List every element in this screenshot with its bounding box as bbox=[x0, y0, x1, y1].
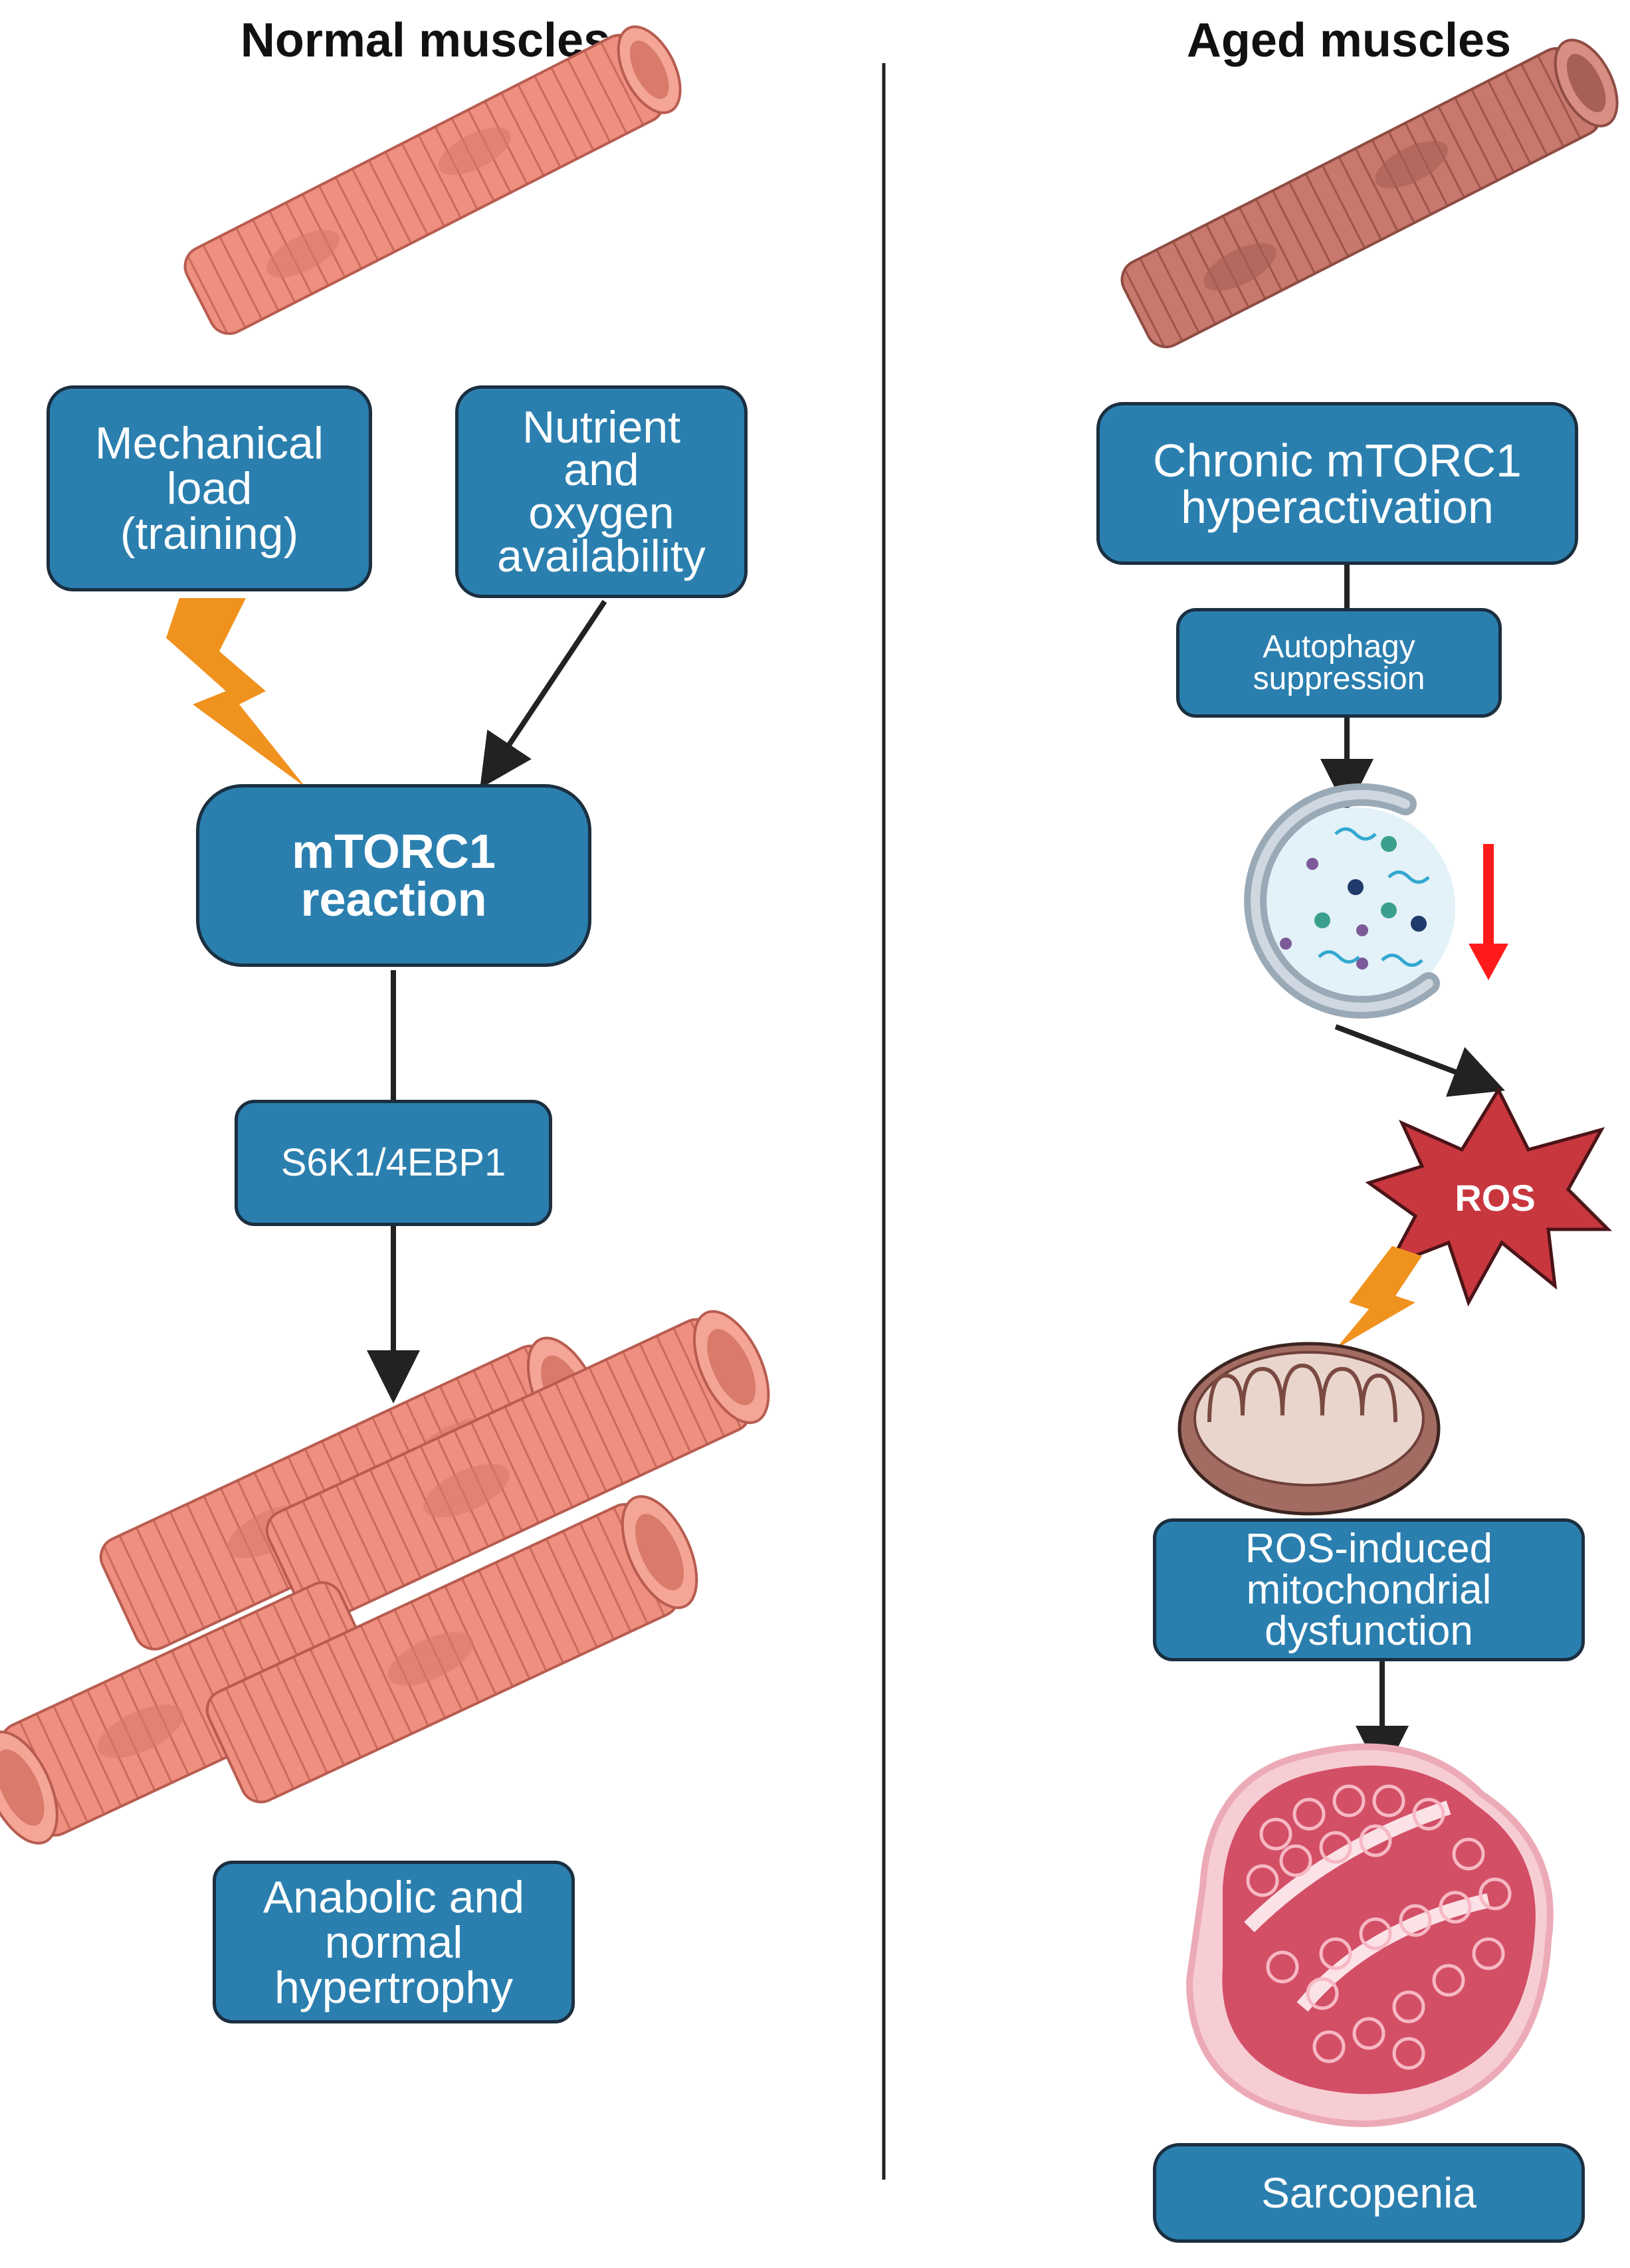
sarcopenic-muscle-cross-section-icon bbox=[1185, 1743, 1554, 2127]
arrow-autophagosome-to-ros bbox=[1334, 1024, 1505, 1097]
right-panel-title: Aged muscles bbox=[1186, 14, 1512, 67]
ros-induced-dysfunction-label: ROS-induced mitochondrial dysfunction bbox=[1245, 1525, 1493, 1654]
lightning-bolt-icon-right bbox=[1336, 1246, 1422, 1349]
mitochondrion-icon bbox=[1177, 1342, 1441, 1516]
ros-label: ROS bbox=[1455, 1177, 1536, 1219]
nutrient-oxygen-label: Nutrient and oxygen availability bbox=[497, 401, 706, 581]
ros-starburst-icon bbox=[1365, 1086, 1613, 1307]
lightning-bolt-icon bbox=[166, 598, 306, 787]
mechanical-load-box: Mechanical load (training) bbox=[47, 385, 372, 591]
nutrient-oxygen-box: Nutrient and oxygen availability bbox=[455, 385, 748, 598]
sarcopenia-label: Sarcopenia bbox=[1261, 2169, 1477, 2217]
s6k1-4ebp1-label: S6K1/4EBP1 bbox=[280, 1141, 506, 1184]
anabolic-hypertrophy-label: Anabolic and normal hypertrophy bbox=[262, 1871, 525, 2013]
mtorc1-reaction-label: mTORC1 reaction bbox=[292, 825, 496, 926]
anabolic-hypertrophy-box: Anabolic and normal hypertrophy bbox=[213, 1861, 575, 2023]
left-panel-title: Normal muscles bbox=[240, 14, 611, 67]
arrow-nutrient-to-mtorc1 bbox=[480, 599, 607, 789]
autophagy-suppression-label: Autophagy suppression bbox=[1253, 629, 1425, 696]
ros-induced-dysfunction-box: ROS-induced mitochondrial dysfunction bbox=[1153, 1518, 1585, 1661]
aged-muscle-fiber-icon bbox=[1120, 39, 1619, 349]
s6k1-4ebp1-box: S6K1/4EBP1 bbox=[235, 1100, 552, 1226]
sarcopenia-box: Sarcopenia bbox=[1153, 2143, 1585, 2243]
normal-muscle-fiber-icon bbox=[183, 25, 682, 336]
chronic-mtorc1-label: Chronic mTORC1 hyperactivation bbox=[1153, 434, 1522, 533]
mechanical-load-label: Mechanical load (training) bbox=[95, 418, 324, 559]
chronic-mtorc1-box: Chronic mTORC1 hyperactivation bbox=[1096, 402, 1578, 565]
hypertrophied-muscle-bundle-icon bbox=[0, 1310, 770, 1845]
autophagosome-icon bbox=[1244, 783, 1455, 1019]
autophagy-suppression-box: Autophagy suppression bbox=[1176, 608, 1502, 718]
mtorc1-reaction-box: mTORC1 reaction bbox=[196, 784, 591, 967]
decrease-arrow-icon bbox=[1469, 844, 1508, 980]
